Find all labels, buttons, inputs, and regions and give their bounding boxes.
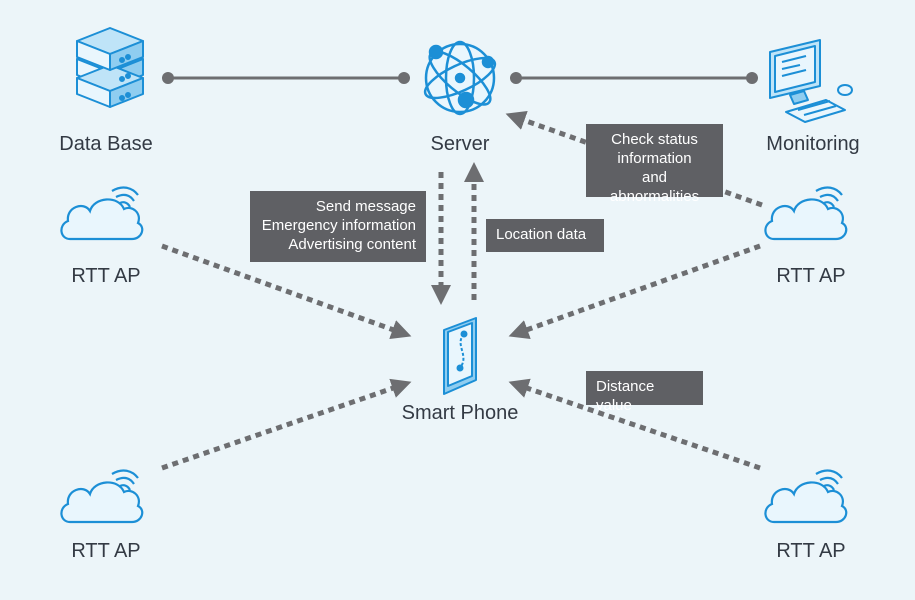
arrow-ap-tr-to-phone: [508, 243, 761, 340]
callout-line: Distance value: [596, 378, 655, 414]
monitoring-computer-icon: [769, 39, 853, 123]
rtt-ap-icon-bottom-left: [60, 469, 144, 524]
arrow-ap-br-to-phone: [508, 378, 761, 471]
rtt-ap-label-top-right: RTT AP: [776, 265, 846, 287]
status-callout: Check status information and abnormaliti…: [586, 124, 723, 205]
callout-line: Emergency information: [261, 217, 416, 234]
arrow-ap-tl-to-phone: [161, 243, 412, 339]
rtt-ap-label-bottom-left: RTT AP: [71, 540, 141, 562]
arrow-ap-bl-to-phone: [161, 378, 412, 471]
location-data-callout: Location data: [486, 219, 604, 252]
rtt-ap-icon-top-right: [764, 186, 848, 241]
rtt-ap-icon-top-left: [60, 186, 144, 241]
rtt-ap-label-bottom-right: RTT AP: [776, 540, 846, 562]
callout-line: Advertising content: [288, 236, 416, 253]
db-server-link: [162, 72, 410, 84]
monitoring-label: Monitoring: [766, 133, 860, 155]
server-globe-icon: [423, 40, 497, 116]
distance-value-callout: Distance value: [586, 371, 703, 414]
send-message-callout: Send message Emergency information Adver…: [250, 191, 426, 262]
rtt-ap-label-top-left: RTT AP: [71, 265, 141, 287]
database-label: Data Base: [59, 133, 153, 155]
server-label: Server: [430, 133, 490, 155]
database-icon: [76, 27, 144, 108]
server-monitoring-link: [510, 72, 758, 84]
smartphone-icon: [443, 317, 477, 395]
callout-line: Location data: [496, 226, 587, 243]
smartphone-label: Smart Phone: [401, 402, 519, 424]
callout-line: and abnormalities: [609, 169, 700, 205]
callout-line: information: [617, 150, 692, 167]
callout-line: Send message: [315, 198, 416, 215]
rtt-ap-icon-bottom-right: [764, 469, 848, 524]
callout-line: Check status: [611, 131, 698, 148]
